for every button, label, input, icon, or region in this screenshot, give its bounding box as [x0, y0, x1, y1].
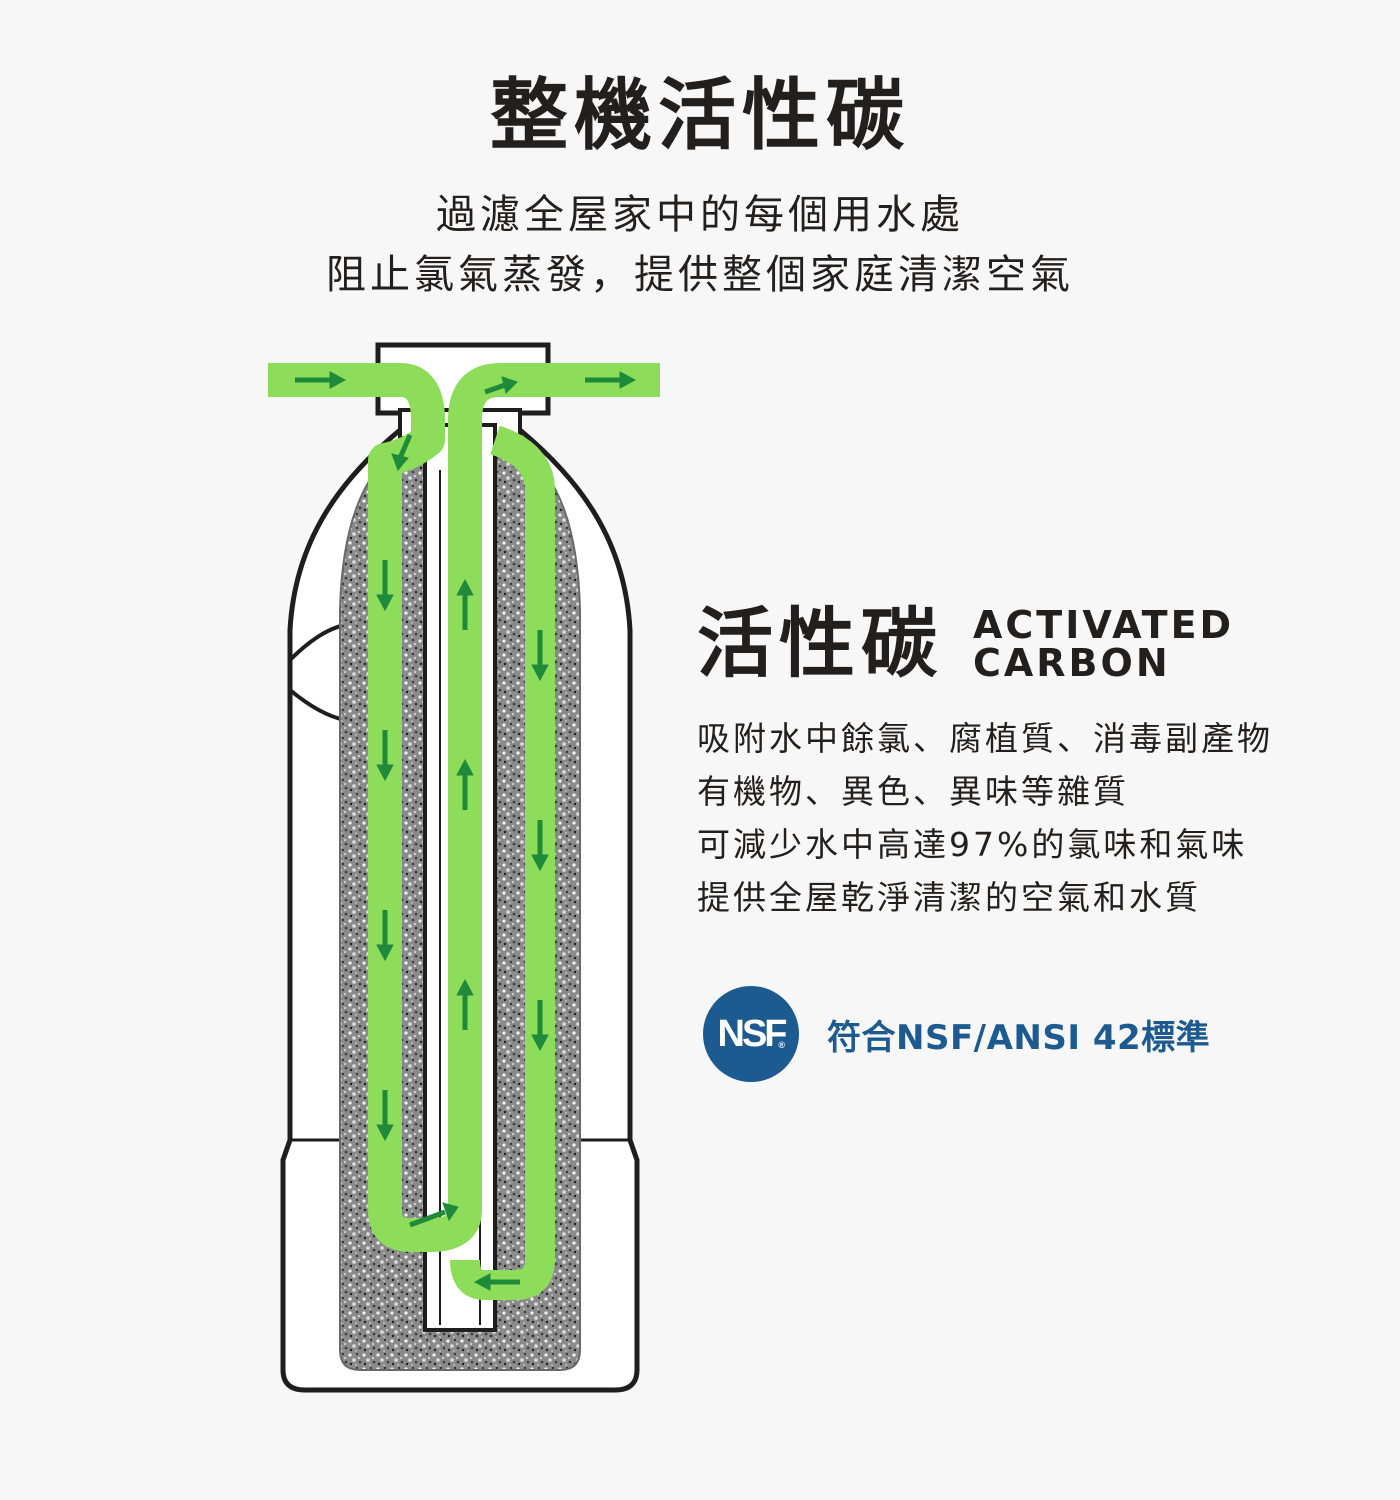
section-heading: 活性碳 ACTIVATED CARBON [697, 599, 1234, 688]
heading-cn: 活性碳 [697, 599, 943, 688]
certification-text: 符合NSF/ANSI 42標準 [827, 1017, 1211, 1058]
tank-flow-diagram [268, 342, 660, 1393]
flow-arrow-icon [391, 434, 413, 471]
flow-arrow-icon [456, 758, 474, 810]
certification: NSF ® 符合NSF/ANSI 42標準 [703, 986, 1210, 1082]
subtitle: 過濾全屋家中的每個用水處 阻止氯氣蒸發，提供整個家庭清潔空氣 [0, 185, 1400, 305]
flow-arrow-icon [376, 910, 394, 962]
flow-arrow-icon [531, 1000, 549, 1052]
flow-arrow-icon [484, 376, 518, 395]
nsf-logo-text: NSF [717, 1012, 788, 1055]
subtitle-line-2: 阻止氯氣蒸發，提供整個家庭清潔空氣 [326, 252, 1074, 298]
flow-arrow-icon [531, 820, 549, 872]
heading-en-line-1: ACTIVATED [973, 603, 1235, 647]
flow-arrow-icon [376, 1090, 394, 1142]
flow-path [268, 363, 660, 1252]
heading-en: ACTIVATED CARBON [973, 606, 1234, 682]
flow-arrow-icon [473, 1273, 520, 1291]
page-title: 整機活性碳 [489, 71, 910, 161]
outlet-arrow-icon [585, 371, 637, 389]
heading-en-line-2: CARBON [973, 641, 1171, 685]
flow-arrow-icon [409, 1202, 459, 1228]
inlet-arrow-icon [295, 371, 347, 389]
nsf-logo-reg: ® [778, 1040, 785, 1050]
flow-arrow-icon [456, 978, 474, 1030]
flow-arrow-icon [376, 730, 394, 782]
description: 吸附水中餘氯、腐植質、消毒副產物 有機物、異色、異味等雜質 可減少水中高達97%… [697, 712, 1273, 924]
description-line: 提供全屋乾淨清潔的空氣和水質 [697, 878, 1201, 917]
flow-arrow-icon [456, 578, 474, 630]
description-line: 可減少水中高達97%的氯味和氣味 [697, 825, 1248, 864]
description-line: 吸附水中餘氯、腐植質、消毒副產物 [697, 719, 1273, 758]
subtitle-line-1: 過濾全屋家中的每個用水處 [436, 192, 964, 238]
description-line: 有機物、異色、異味等雜質 [697, 772, 1129, 811]
flow-arrow-icon [531, 630, 549, 682]
flow-arrow-icon [376, 560, 394, 612]
flow-path-outer [450, 425, 555, 1300]
nsf-logo: NSF ® [703, 986, 799, 1082]
